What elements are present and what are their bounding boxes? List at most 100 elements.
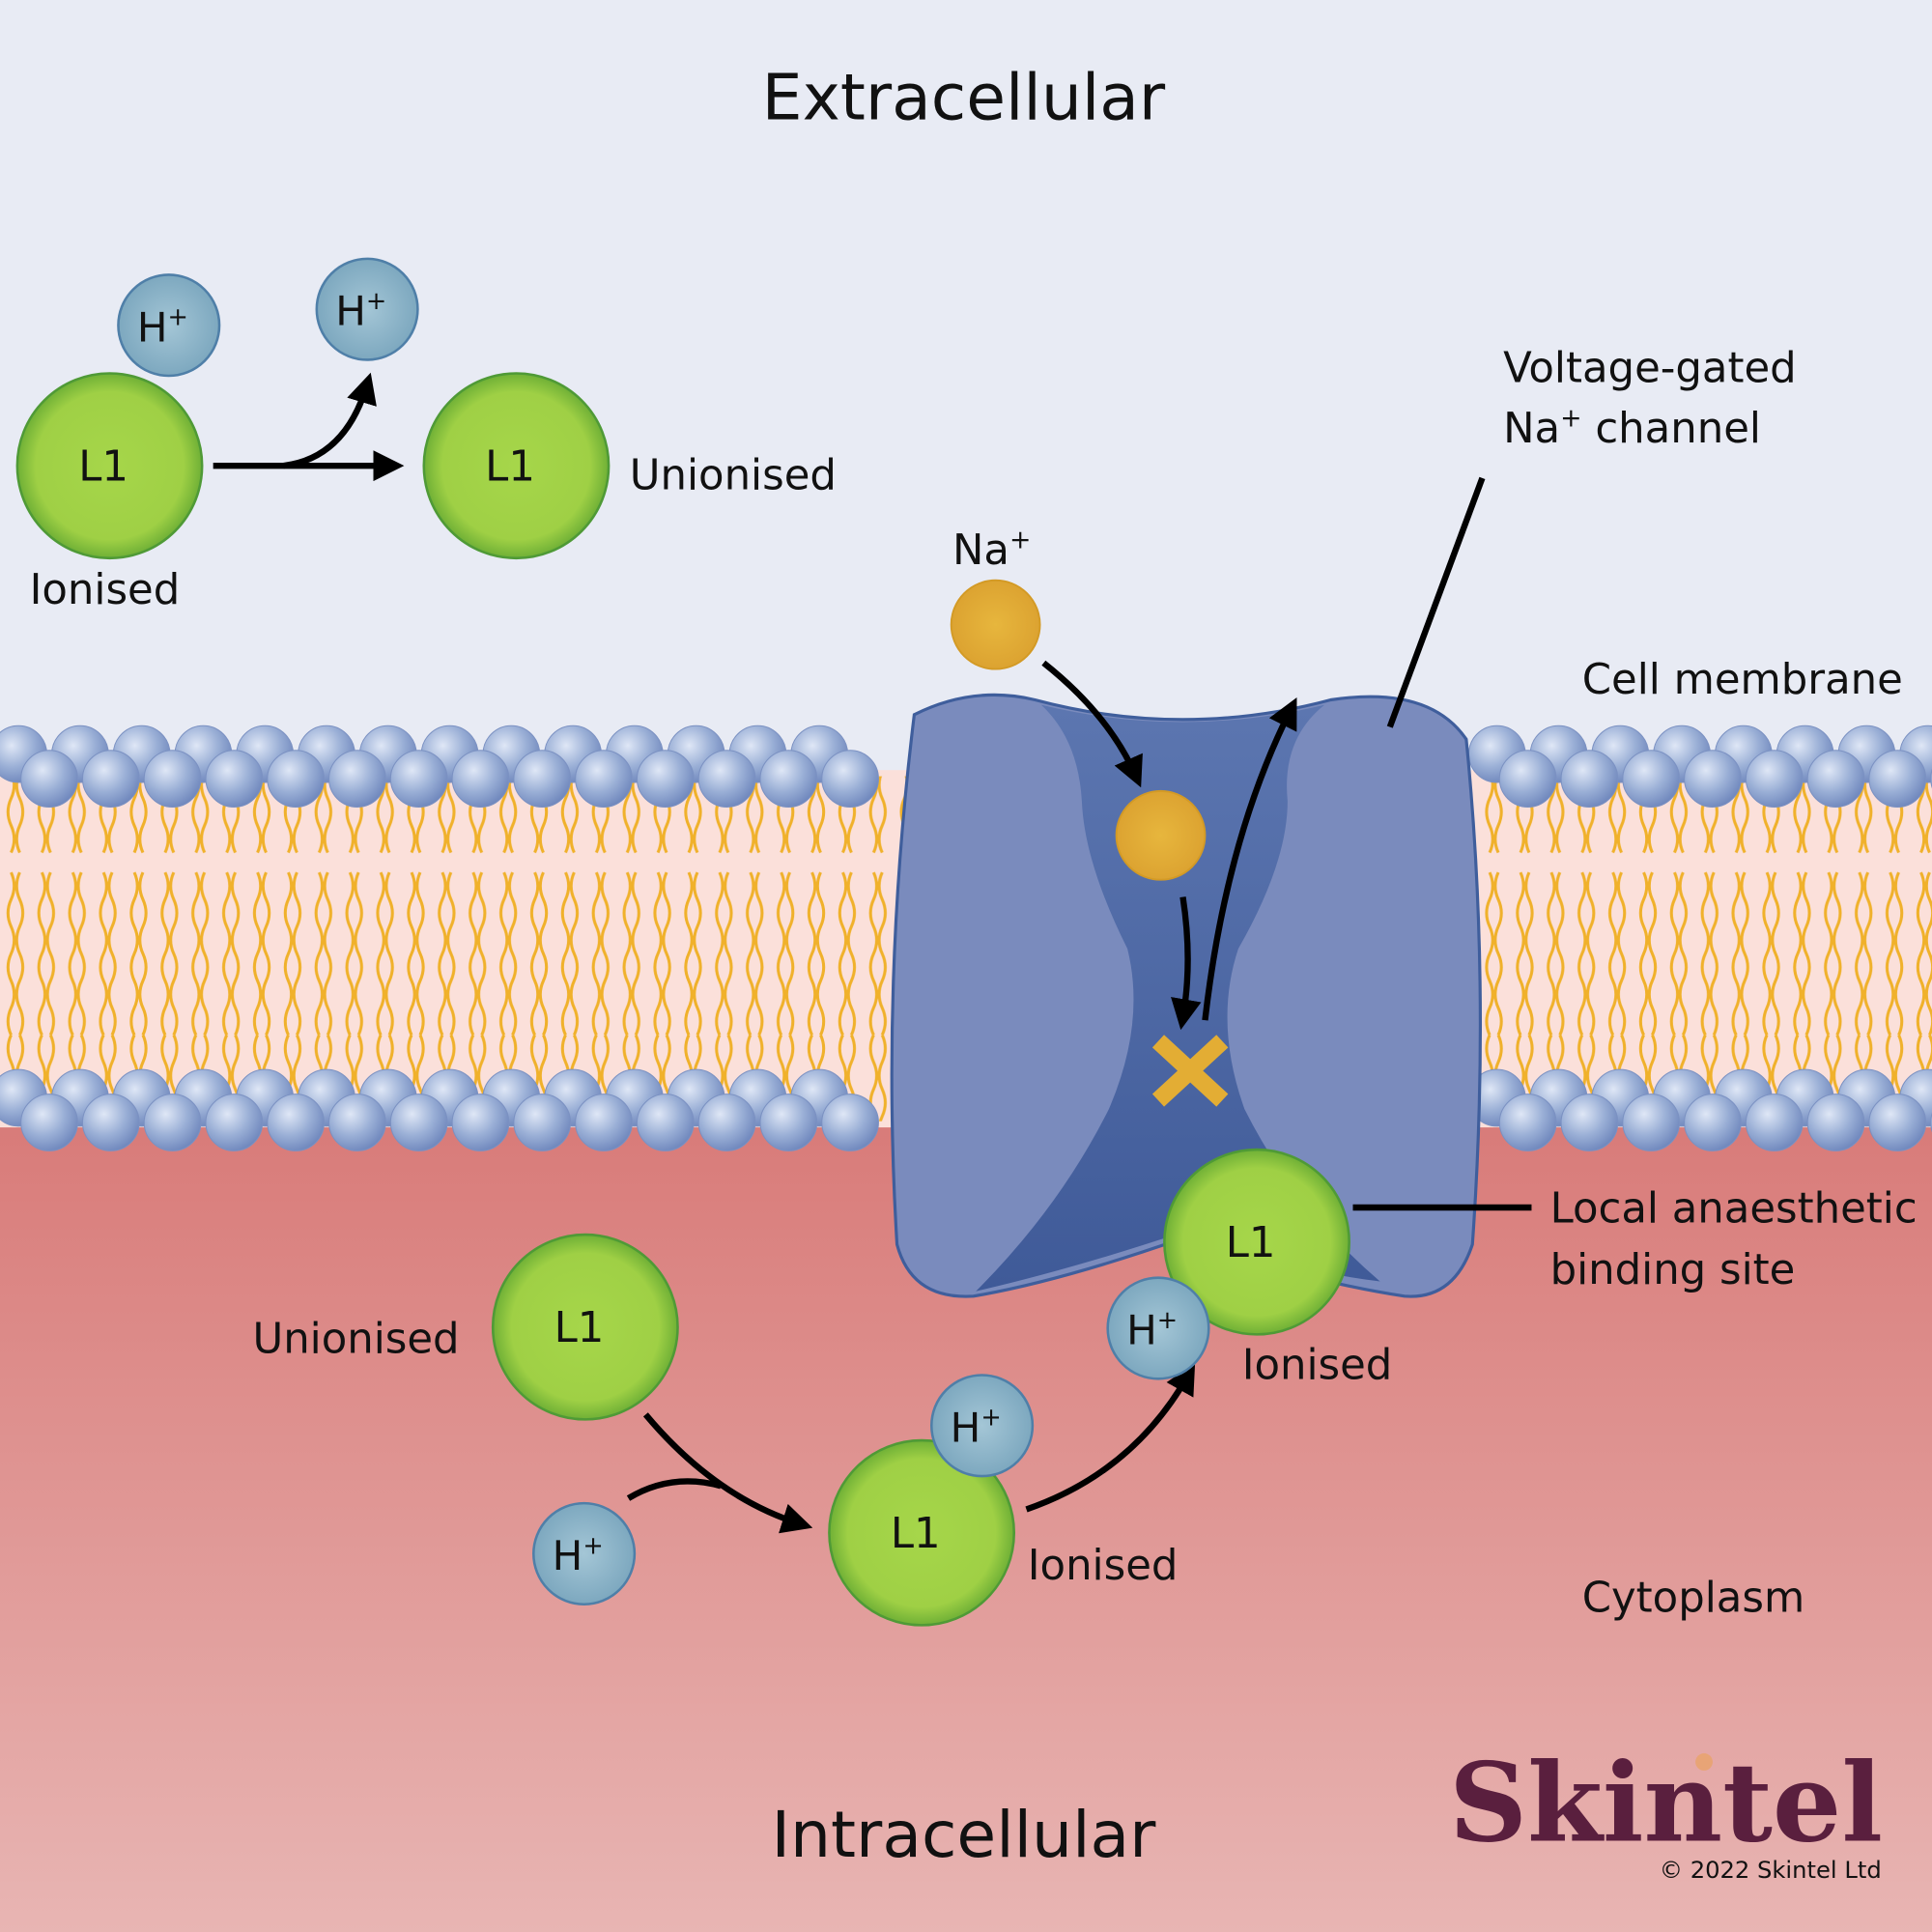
drug-label: L1 — [554, 1304, 605, 1352]
arrow-icon — [1202, 697, 1297, 1021]
lipid-head — [328, 750, 386, 808]
lipid-heads-bottom — [20, 1094, 1932, 1151]
lipid-head — [1684, 750, 1742, 808]
lipid-head — [143, 750, 202, 808]
lipid-head — [81, 750, 140, 808]
lipid-head — [759, 750, 818, 808]
arrow-icon — [1025, 1363, 1196, 1513]
lipid-head — [697, 1094, 756, 1151]
lipid-head — [1745, 1094, 1804, 1151]
drug-molecule — [828, 1438, 1016, 1627]
lipid-head — [205, 750, 264, 808]
unionised-label-intracellular: Unionised — [252, 1316, 459, 1364]
drug-label: L1 — [891, 1510, 941, 1558]
drug-molecule — [491, 1233, 679, 1421]
drug-label: L1 — [78, 442, 128, 491]
lipid-head — [1622, 1094, 1681, 1151]
arrow-icon — [282, 372, 377, 469]
drug-molecule — [15, 372, 204, 560]
sodium-ion-in-channel — [1115, 789, 1207, 881]
cytoplasm-label: Cytoplasm — [1582, 1574, 1804, 1622]
binding-site-label-line2: binding site — [1550, 1246, 1796, 1294]
drug-bound-channel: L1 — [1163, 1148, 1350, 1336]
proton-molecule — [930, 1374, 1035, 1478]
lipid-head — [205, 1094, 264, 1151]
proton-molecule — [117, 273, 221, 378]
lipid-head — [267, 1094, 325, 1151]
lipid-head — [1622, 750, 1681, 808]
lipid-head — [143, 1094, 202, 1151]
ionised-label-intracellular: Ionised — [1028, 1542, 1179, 1590]
proton-extracellular-2: H+ — [315, 257, 419, 361]
lipid-head — [1868, 1094, 1927, 1151]
arrow-icon — [1171, 896, 1202, 1031]
skintel-logo: Skintel — [1449, 1741, 1883, 1867]
lipid-head — [20, 750, 78, 808]
lipid-head — [513, 750, 572, 808]
lipid-head — [328, 1094, 386, 1151]
drug-unionised-intracellular: L1 — [491, 1233, 679, 1421]
arrow-icon — [1041, 660, 1143, 788]
proton-intracellular-bound: H+ — [930, 1374, 1035, 1478]
lipid-head — [1745, 750, 1804, 808]
lipid-head — [1806, 750, 1865, 808]
proton-label: H+ — [335, 287, 386, 335]
lipid-head — [636, 1094, 695, 1151]
extracellular-label: Extracellular — [762, 60, 1166, 135]
lipid-head — [1806, 1094, 1865, 1151]
channel-label-line1: Voltage-gated — [1503, 344, 1797, 392]
lipid-head — [389, 1094, 448, 1151]
sodium-ion-outside — [950, 579, 1041, 670]
copyright-notice: © 2022 Skintel Ltd — [1660, 1857, 1882, 1884]
lipid-head — [267, 750, 325, 808]
logo-dot — [1695, 1753, 1713, 1771]
drug-ionised-extracellular: L1 — [15, 372, 204, 560]
lipid-head — [1868, 750, 1927, 808]
unionised-label-extracellular: Unionised — [630, 451, 837, 499]
lipid-head — [575, 1094, 633, 1151]
arrow-icon — [626, 1478, 723, 1501]
proton-molecule — [315, 257, 419, 361]
lipid-head — [81, 1094, 140, 1151]
proton-extracellular-1: H+ — [117, 273, 221, 378]
drug-unionised-extracellular: L1 — [422, 372, 611, 560]
proton-label: H+ — [137, 303, 188, 352]
drug-molecule — [1163, 1148, 1350, 1336]
lipid-head — [575, 750, 633, 808]
lipid-heads-top — [20, 750, 1932, 808]
lipid-head — [451, 1094, 510, 1151]
binding-site-label-line1: Local anaesthetic — [1550, 1184, 1918, 1233]
cell-membrane-label: Cell membrane — [1582, 656, 1903, 704]
lipid-head — [1498, 1094, 1557, 1151]
ionised-label-extracellular: Ionised — [30, 566, 181, 614]
intracellular-label: Intracellular — [771, 1797, 1156, 1872]
proton-label: H+ — [553, 1531, 604, 1579]
drug-molecule — [422, 372, 611, 560]
proton-molecule — [1106, 1276, 1210, 1380]
lipid-head — [636, 750, 695, 808]
lipid-head — [697, 750, 756, 808]
proton-label: H+ — [951, 1404, 1002, 1452]
lipid-head — [1560, 750, 1619, 808]
lipid-head — [1684, 1094, 1742, 1151]
lipid-head — [1560, 1094, 1619, 1151]
drug-ionised-intracellular: L1 — [828, 1438, 1016, 1627]
proton-intracellular-free: H+ — [532, 1501, 637, 1605]
channel-label-leader — [1386, 476, 1486, 728]
proton-bound-channel: H+ — [1106, 1276, 1210, 1380]
lipid-head — [821, 1094, 879, 1151]
sodium-label: Na+ — [952, 526, 1031, 576]
drug-label: L1 — [485, 442, 535, 491]
lipid-head — [389, 750, 448, 808]
lipid-head — [20, 1094, 78, 1151]
lipid-head — [821, 750, 879, 808]
channel-label-line2: Na+ channel — [1503, 403, 1761, 453]
proton-molecule — [532, 1501, 637, 1605]
ionised-label-bound: Ionised — [1242, 1341, 1393, 1389]
lipid-head — [451, 750, 510, 808]
block-cross-icon — [1151, 1035, 1229, 1107]
drug-label: L1 — [1226, 1219, 1276, 1267]
arrows — [213, 372, 1532, 1534]
